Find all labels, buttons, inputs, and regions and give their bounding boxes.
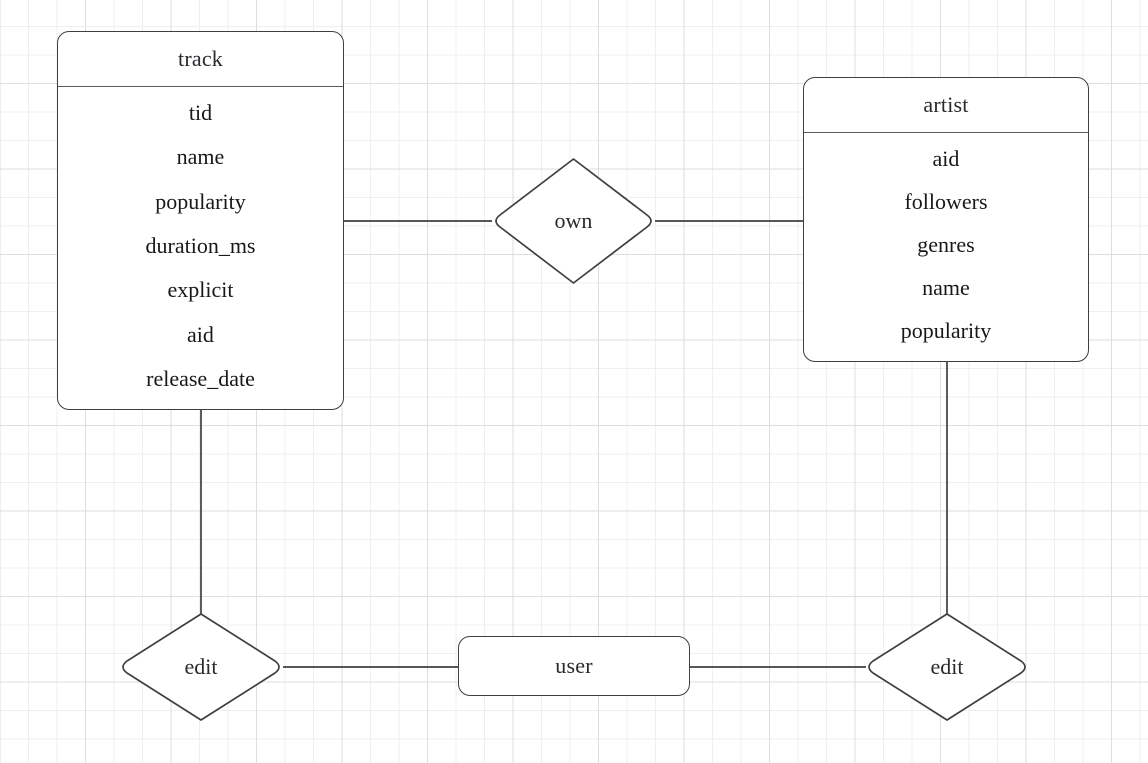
entity-track-title: track [178,46,223,71]
entity-artist-title: artist [923,92,969,117]
entity-track-attributes: tid name popularity duration_ms explicit… [58,87,343,409]
attribute-row: name [176,144,225,170]
attribute-row: duration_ms [145,232,256,258]
relationship-edit-left[interactable]: edit [119,611,283,723]
entity-track-divider [58,86,343,87]
attribute-row: explicit [167,277,234,303]
relationship-edit-left-label: edit [184,654,218,679]
attribute-row: genres [917,231,975,257]
relationship-own-label: own [554,208,593,233]
relationship-own[interactable]: own [492,155,655,287]
entity-artist-divider [804,132,1088,133]
entity-user[interactable]: user [458,636,690,696]
attribute-row: followers [904,188,988,214]
attribute-row: release_date [146,365,255,391]
attribute-row: name [922,275,970,301]
attribute-row: popularity [155,188,246,214]
entity-track[interactable]: track tid name popularity duration_ms ex… [57,31,344,410]
attribute-row: popularity [900,318,992,344]
relationship-edit-right-shape [868,613,1026,721]
attribute-row: tid [188,100,213,126]
attribute-row: aid [187,321,214,347]
attribute-row: aid [932,145,960,171]
entity-artist-attributes: aid followers genres name popularity [804,133,1088,361]
relationship-own-shape [495,158,652,284]
relationship-edit-left-shape [122,613,280,721]
entity-artist[interactable]: artist aid followers genres name popular… [803,77,1089,362]
relationship-edit-right[interactable]: edit [865,611,1029,723]
relationship-edit-right-label: edit [930,654,964,679]
entity-user-title: user [555,653,593,678]
